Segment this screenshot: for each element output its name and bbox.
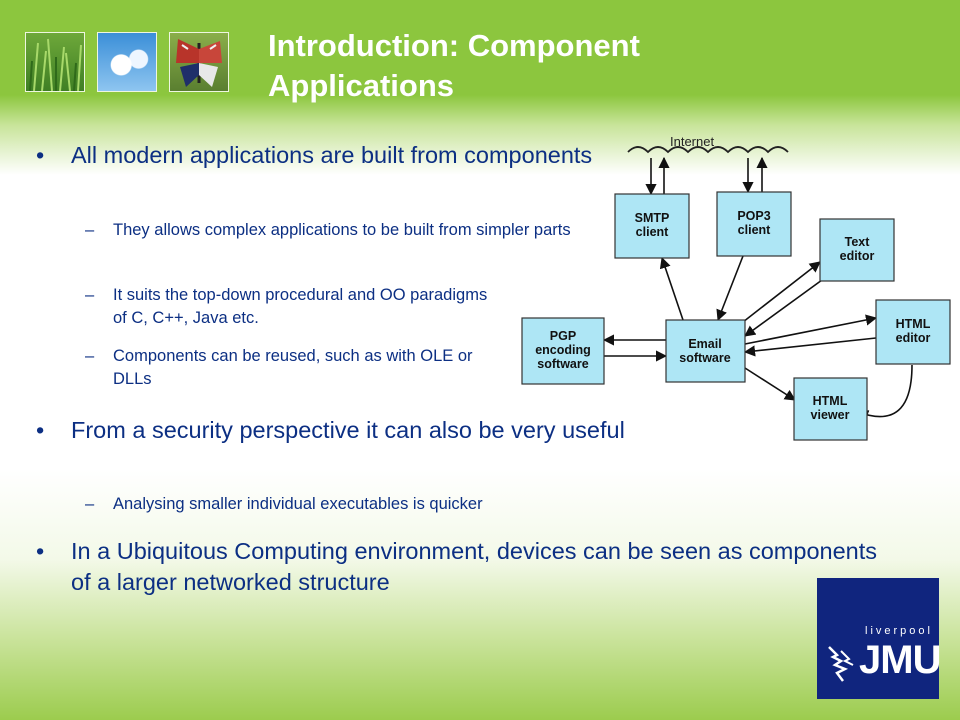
node-label: client <box>738 223 771 237</box>
arrow-htmleditor-to-htmlviewer <box>856 364 913 421</box>
internet-cloud <box>627 146 789 154</box>
sub-bullet-marker: – <box>85 286 95 304</box>
ljmu-logo: liverpool JMU <box>817 578 941 699</box>
sub-bullet-paradigms: – It suits the top-down procedural and O… <box>85 284 505 330</box>
bullet-ubiquitous: • In a Ubiquitous Computing environment,… <box>36 536 886 598</box>
sub-bullet-executables: – Analysing smaller individual executabl… <box>85 493 705 516</box>
grass-thumbnail-image <box>25 32 85 92</box>
node-pgp-encoding-software: PGP encoding software <box>521 317 605 385</box>
node-label: editor <box>896 331 931 345</box>
slide-title: Introduction: Component Applications <box>268 28 640 103</box>
bullet-marker: • <box>36 538 45 564</box>
node-smtp-client: SMTP client <box>614 193 690 259</box>
logo-subtext: liverpool <box>865 625 933 637</box>
arrow-pop3-to-email <box>716 255 744 322</box>
sub-bullet-reuse: – Components can be reused, such as with… <box>85 345 515 391</box>
node-label: Text <box>845 235 871 249</box>
sub-bullet-text: Analysing smaller individual executables… <box>113 495 483 513</box>
arrow-email-to-htmleditor <box>744 314 878 345</box>
arrow-email-to-htmlviewer <box>744 367 796 401</box>
node-label: software <box>537 357 588 371</box>
node-text-editor: Text editor <box>819 218 895 282</box>
sky-thumbnail-image <box>97 32 157 92</box>
node-pop3-client: POP3 client <box>716 191 792 257</box>
bullet-components: • All modern applications are built from… <box>36 140 606 171</box>
sub-bullet-marker: – <box>85 347 95 365</box>
node-label: POP3 <box>737 209 770 223</box>
bullet-security: • From a security perspective it can als… <box>36 415 691 446</box>
butterfly-thumbnail-image <box>169 32 229 92</box>
butterfly-icon <box>176 39 222 87</box>
arrow-htmleditor-to-email <box>743 337 877 357</box>
arrow-email-to-texteditor <box>742 261 821 323</box>
node-label: Email <box>688 337 721 351</box>
node-label: editor <box>840 249 875 263</box>
sub-bullet-text: It suits the top-down procedural and OO … <box>113 286 488 327</box>
sub-bullet-marker: – <box>85 221 95 239</box>
node-html-viewer: HTML viewer <box>793 377 868 441</box>
node-html-editor: HTML editor <box>875 299 951 365</box>
sub-bullet-text: Components can be reused, such as with O… <box>113 347 473 388</box>
bullet-marker: • <box>36 142 45 168</box>
arrow-texteditor-to-email <box>744 279 823 337</box>
arrow-email-to-smtp <box>659 256 684 321</box>
bullet-marker: • <box>36 417 45 443</box>
internet-label: Internet <box>670 134 714 149</box>
node-label: HTML <box>813 394 848 408</box>
bullet-text: From a security perspective it can also … <box>71 417 625 443</box>
sub-bullet-complex-apps: – They allows complex applications to be… <box>85 219 585 242</box>
bullet-text: All modern applications are built from c… <box>71 142 593 168</box>
grass-icon <box>29 38 82 91</box>
logo-wordmark: JMU <box>859 638 941 682</box>
node-label: HTML <box>896 317 931 331</box>
node-label: software <box>679 351 730 365</box>
node-email-software: Email software <box>665 319 746 383</box>
sub-bullet-text: They allows complex applications to be b… <box>113 221 571 239</box>
node-label: encoding <box>535 343 591 357</box>
node-label: PGP <box>550 329 576 343</box>
liver-bird-icon <box>828 646 854 682</box>
node-label: client <box>636 225 669 239</box>
diagram-connectors <box>602 156 913 421</box>
bullet-text: In a Ubiquitous Computing environment, d… <box>71 538 877 595</box>
sub-bullet-marker: – <box>85 495 95 513</box>
node-label: SMTP <box>635 211 670 225</box>
node-label: viewer <box>811 408 850 422</box>
